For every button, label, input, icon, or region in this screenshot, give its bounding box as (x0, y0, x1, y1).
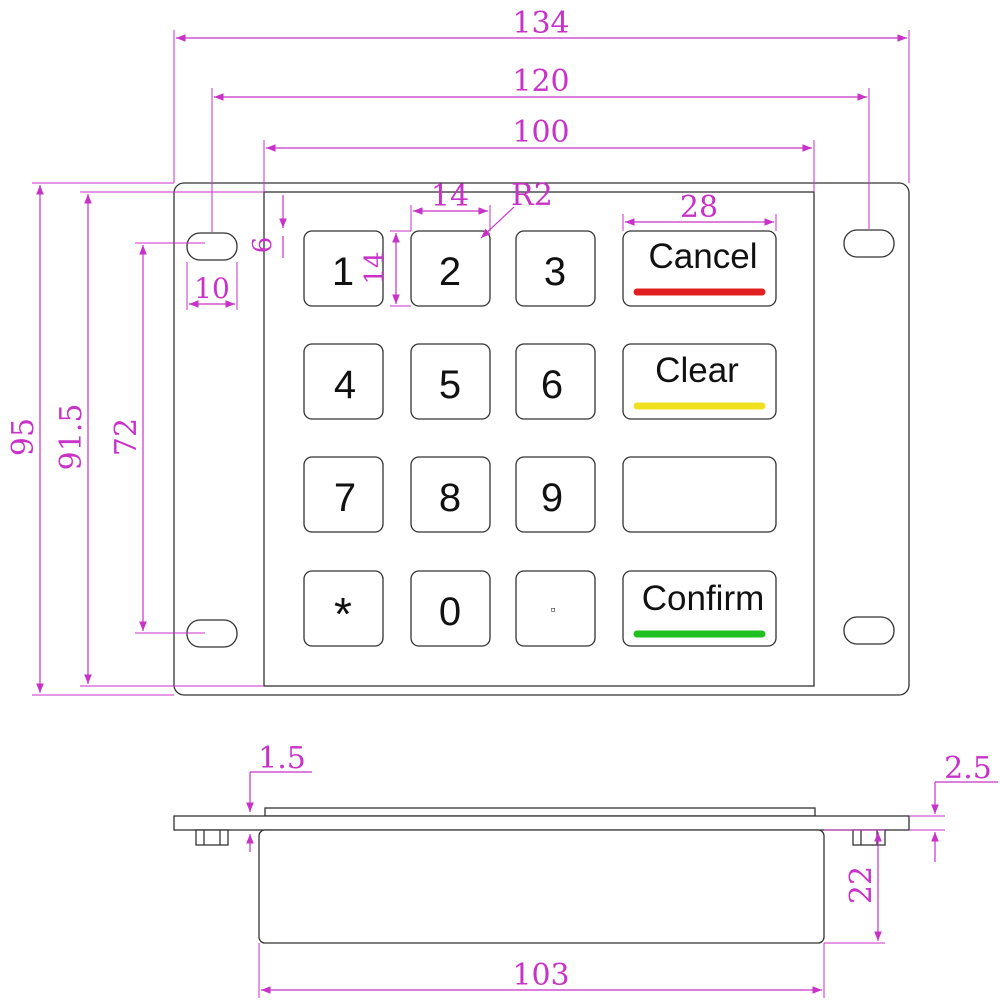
dim-14-horizontal: 14 (431, 179, 469, 214)
key-3-label: 3 (544, 250, 566, 294)
dimension-plate-thickness: 2.5 (909, 751, 998, 862)
key-8 (410, 456, 491, 533)
key-star-label: * (334, 588, 352, 640)
dim-2-5: 2.5 (944, 751, 992, 786)
dimension-key-width: 14 (410, 179, 491, 231)
dimension-hole-offset-x: 10 (186, 262, 238, 310)
mounting-hole-bottom-right (843, 616, 895, 645)
dim-r2: R2 (511, 178, 553, 213)
dim-100: 100 (512, 115, 569, 150)
side-flange (173, 815, 910, 831)
key-7 (303, 456, 384, 533)
dimension-key-height: 14 (360, 230, 411, 307)
key-star (303, 570, 384, 647)
key-6 (515, 343, 596, 420)
dim-1-5: 1.5 (258, 741, 306, 776)
side-stud-right (852, 829, 886, 846)
dim-22: 22 (844, 866, 879, 904)
key-dot (515, 570, 596, 647)
key-0-label: 0 (439, 590, 461, 634)
key-dot-label: ▫ (551, 601, 556, 617)
mounting-hole-top-right (843, 229, 895, 258)
dimension-corner-radius: R2 (480, 178, 553, 239)
dim-72: 72 (109, 418, 144, 456)
dim-134: 134 (512, 6, 569, 41)
key-5 (410, 343, 491, 420)
key-3 (515, 230, 596, 307)
key-2 (410, 230, 491, 307)
dim-91-5: 91.5 (54, 404, 89, 471)
confirm-key (622, 570, 777, 647)
dim-120: 120 (512, 64, 569, 99)
function-keys: Cancel Clear Confirm (622, 230, 777, 647)
key-7-label: 7 (334, 476, 356, 520)
dimension-hole-spacing: 120 (211, 64, 870, 232)
dimension-overall-height: 95 (6, 182, 174, 696)
key-8-label: 8 (439, 476, 461, 520)
dimension-keypad-width: 100 (263, 115, 815, 192)
key-9-label: 9 (541, 476, 563, 520)
clear-key-label: Clear (655, 351, 739, 390)
dimension-body-depth: 22 (824, 829, 885, 944)
cancel-key (622, 230, 777, 307)
numeric-keys: 1 2 3 4 5 6 7 8 9 * 0 ▫ (303, 230, 596, 647)
dim-14-vertical: 14 (360, 251, 390, 284)
side-body (258, 829, 825, 944)
key-1 (303, 230, 384, 307)
key-2-label: 2 (439, 250, 461, 294)
dimension-hole-vertical-spacing: 72 (109, 242, 205, 634)
dimension-inner-height: 91.5 (54, 191, 264, 687)
cancel-key-label: Cancel (649, 237, 758, 276)
side-view (173, 807, 910, 944)
blank-key (622, 456, 777, 533)
dimension-hole-offset-y: 6 (248, 195, 287, 258)
key-9 (515, 456, 596, 533)
dim-95: 95 (6, 418, 41, 456)
key-5-label: 5 (439, 363, 461, 407)
dim-103: 103 (512, 958, 569, 993)
confirm-key-label: Confirm (642, 579, 765, 618)
key-4 (303, 343, 384, 420)
dim-6: 6 (248, 237, 278, 254)
key-6-label: 6 (541, 363, 563, 407)
key-1-label: 1 (332, 250, 354, 294)
clear-key (622, 343, 777, 420)
side-stud-left (195, 829, 229, 846)
key-4-label: 4 (334, 363, 356, 407)
dim-10: 10 (194, 272, 230, 305)
side-top-lip (264, 807, 816, 817)
dimension-body-width: 103 (258, 943, 825, 998)
dimension-func-key-width: 28 (622, 190, 777, 231)
mounting-hole-top-left (186, 232, 238, 261)
dimension-flange-thickness: 1.5 (246, 741, 312, 852)
dimension-overall-width: 134 (173, 6, 910, 183)
dim-28: 28 (680, 190, 718, 225)
key-0 (410, 570, 491, 647)
